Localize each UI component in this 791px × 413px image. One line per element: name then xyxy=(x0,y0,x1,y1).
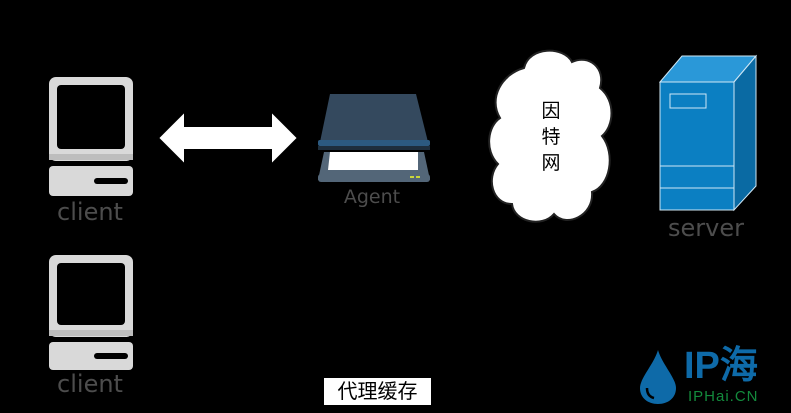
server-label: server xyxy=(668,214,744,242)
server-icon xyxy=(658,54,758,212)
double-arrow-icon xyxy=(156,108,300,168)
client-computer-icon xyxy=(49,77,133,196)
internet-label-line: 网 xyxy=(541,152,561,174)
client-computer-icon xyxy=(49,255,133,370)
caption: 代理缓存 xyxy=(324,378,431,405)
water-drop-icon xyxy=(640,350,676,404)
internet-cloud-icon xyxy=(488,49,613,223)
internet-label-line: 因 xyxy=(541,100,561,122)
scanner-agent-icon xyxy=(318,94,430,182)
client-label: client xyxy=(57,370,123,398)
client-label: client xyxy=(57,198,123,226)
iphai-logo: IP海 IPHai.CN xyxy=(638,345,788,410)
internet-label-line: 特 xyxy=(541,126,561,148)
agent-label: Agent xyxy=(343,186,401,208)
